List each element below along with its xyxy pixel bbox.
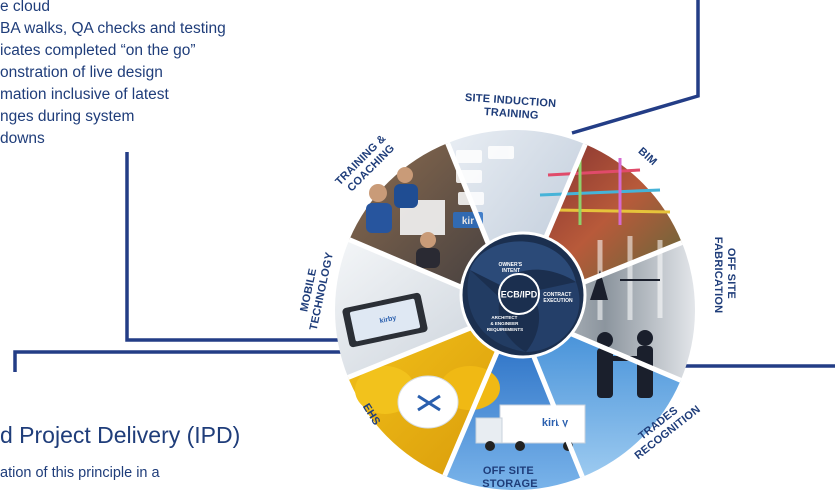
wheel-segments [335,130,695,490]
bullet-item: mation inclusive of latest [0,86,169,103]
core-petal-top [470,241,576,285]
label-site-induction-training: SITE INDUCTION TRAINING [464,92,560,124]
label-off-site-fabrication: OFF SITE FABRICATION [712,237,737,314]
bullet-item: onstration of live design [0,64,163,81]
ipd-heading: d Project Delivery (IPD) [0,422,241,448]
core-center-label: ECB/IPD [501,290,538,300]
core-petal-right [526,282,580,352]
truck-photo-icon: kirby [475,404,586,451]
bullet-item: e cloud [0,0,50,15]
connector-left-vertical [125,152,345,342]
core-petal-architect-engineer: ARCHITECT & ENGINEER REQUIREMENTS [487,315,523,332]
keyboard-brand-text: kir [462,216,474,227]
wheel-segment-tablet-photo [335,239,515,378]
core-petal-contract-execution: CONTRACT EXECUTION [543,292,573,304]
bim-render-icon [539,158,671,225]
tablet-photo-icon: kirby [342,292,428,348]
wheel-segment-ductwork-photo [515,242,695,381]
bullet-item: downs [0,130,45,147]
bullet-item: BA walks, QA checks and testing [0,20,226,37]
label-bim: BIM [636,145,659,168]
core-petal-left [467,270,526,352]
core-circle: ECB/IPD OWNER'S INTENT CONTRACT EXECUTIO… [459,231,587,359]
label-mobile-technology: MOBILE TECHNOLOGY [295,248,336,332]
meeting-photo-icon [366,167,445,268]
segment-details: kir [342,146,671,451]
wheel-segment-truck-photo [444,310,583,490]
bullet-item: nges during system [0,108,135,125]
svg-text:kirby: kirby [379,315,397,325]
hard-hats-photo-icon [355,366,500,429]
connector-top-right [571,0,700,135]
core-petal-owners-intent: OWNER'S INTENT [498,262,523,274]
bullet-item: icates completed “on the go” [0,42,196,59]
label-off-site-storage: OFF SITE STORAGE [482,465,538,490]
ipd-subtext: ation of this principle in a [0,465,160,481]
bullet-list: e cloud BA walks, QA checks and testing … [0,0,300,150]
